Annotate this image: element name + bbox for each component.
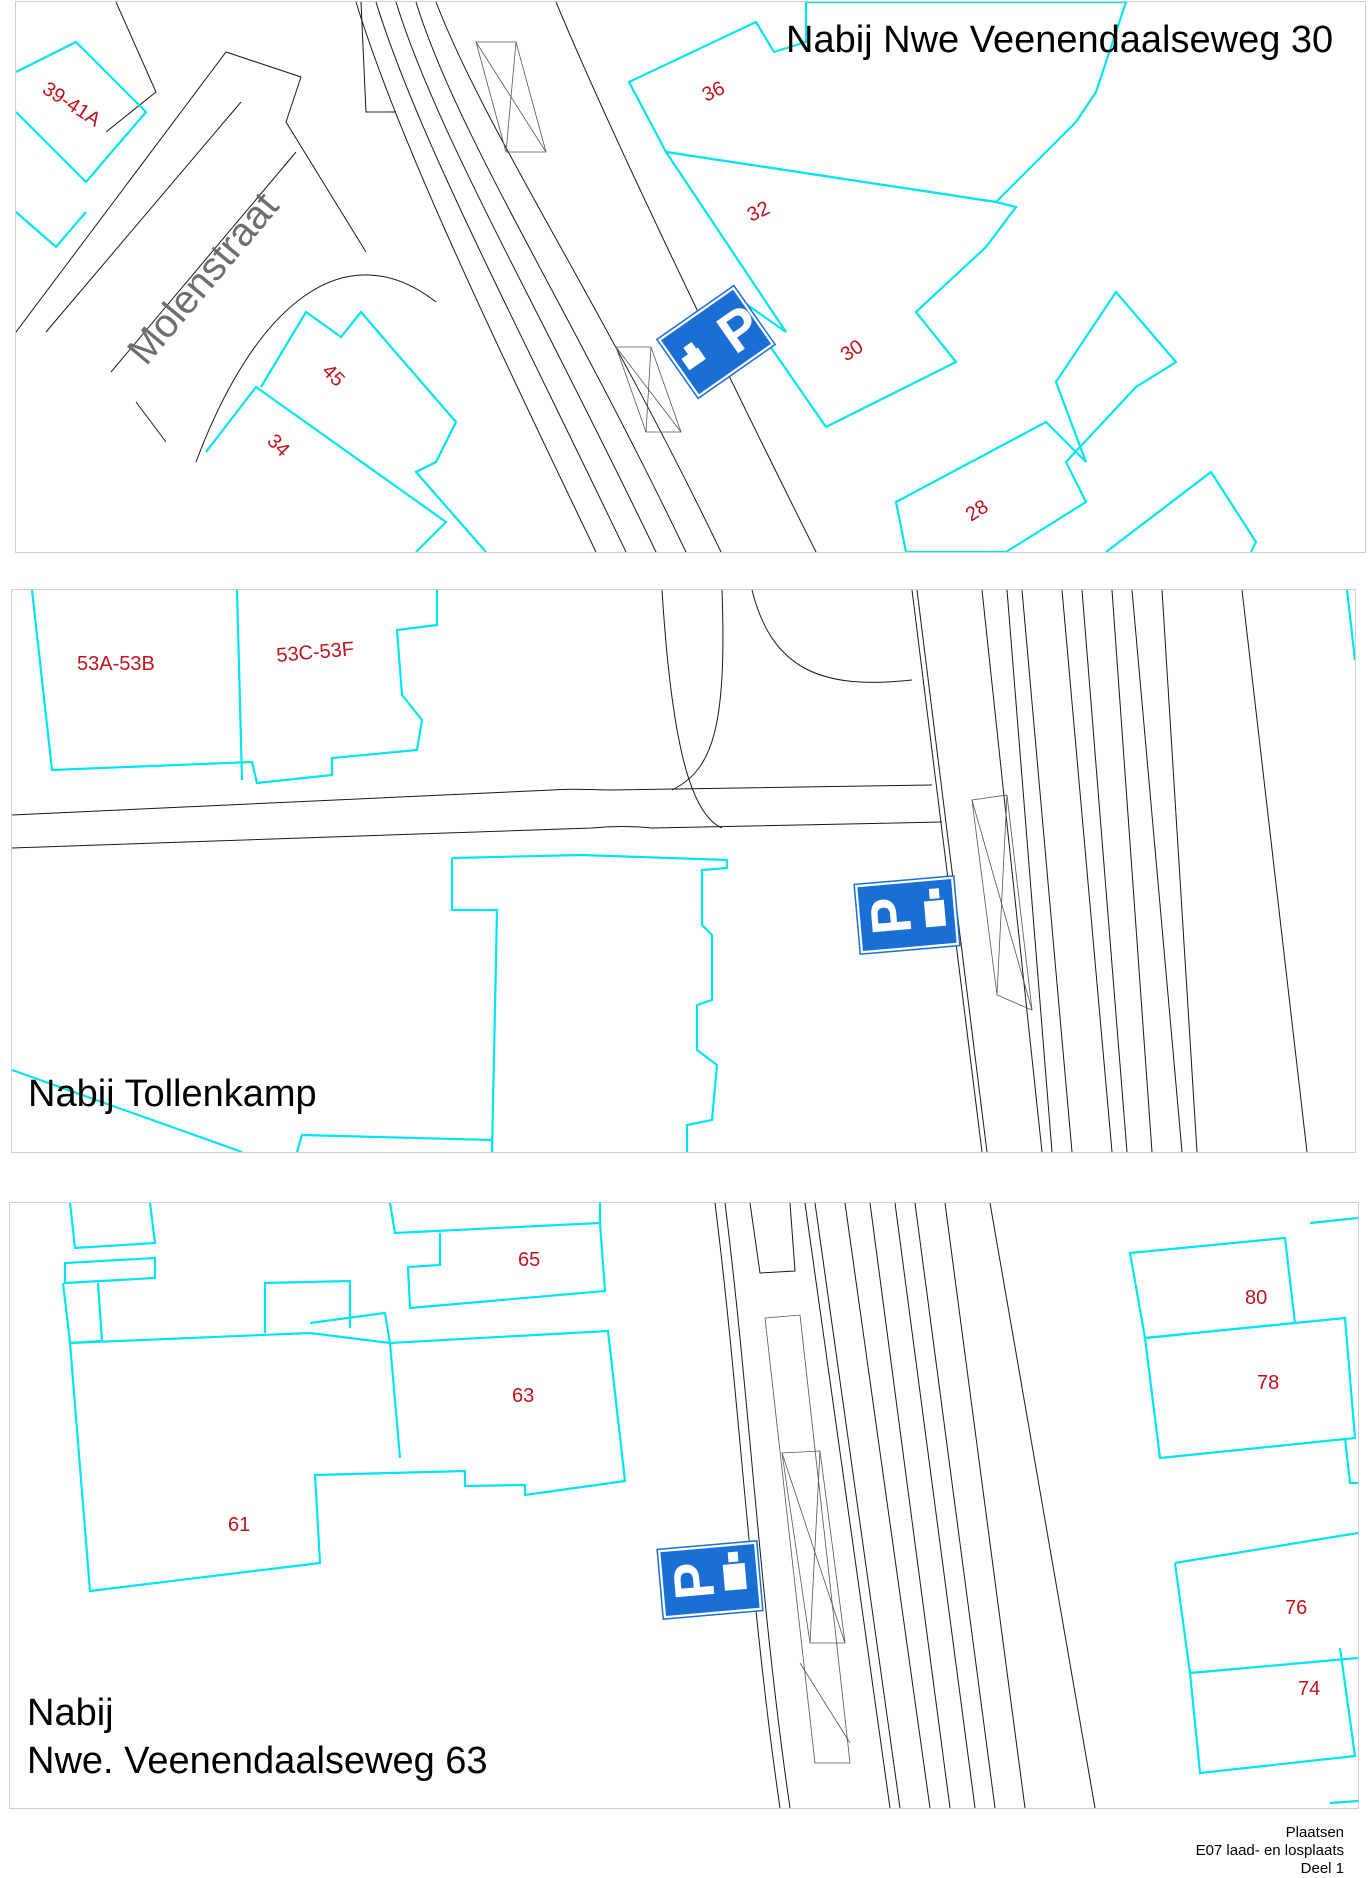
road-lines: [12, 590, 1308, 1152]
house-number-76: 76: [1285, 1597, 1307, 1619]
house-number-61: 61: [228, 1514, 250, 1536]
building-outlines: [16, 2, 1258, 552]
map-panel-3-drawing: 65 63 61 80 78 76 74 P: [61, 1203, 1358, 1808]
panel-3-caption-line-1: Nabij: [27, 1692, 114, 1734]
house-number-30: 30: [837, 336, 868, 367]
map-panel-2: 53A-53B 53C-53F P Nabij Tollenkamp: [11, 589, 1356, 1153]
house-number-80: 80: [1245, 1287, 1267, 1309]
map-panel-2-drawing: 53A-53B 53C-53F P: [12, 590, 1355, 1152]
house-number-39-41a: 39-41A: [38, 78, 105, 132]
house-number-45: 45: [317, 360, 348, 391]
building-outlines: [61, 1203, 1358, 1805]
map-panel-1: 39-41A 36 32 30 45 34 28 Molenstraat P N…: [15, 1, 1366, 553]
footer-line-2: E07 laad- en losplaats: [1195, 1842, 1344, 1859]
street-name-molenstraat: Molenstraat: [119, 184, 287, 372]
panel-2-caption: Nabij Tollenkamp: [28, 1073, 317, 1115]
road-lines: [714, 1203, 1096, 1808]
loading-zone-parking-sign-icon: P: [656, 1539, 764, 1621]
panel-1-caption: Nabij Nwe Veenendaalseweg 30: [786, 19, 1334, 61]
house-number-28: 28: [962, 496, 993, 527]
house-number-34: 34: [262, 430, 293, 461]
house-number-63: 63: [512, 1385, 534, 1407]
loading-zone-parking-sign-icon: P: [853, 874, 961, 956]
house-number-65: 65: [518, 1249, 540, 1271]
map-panel-3: 65 63 61 80 78 76 74 P Nabij Nwe. Veenen…: [9, 1202, 1359, 1809]
parking-letter: P: [660, 1559, 726, 1602]
document-footer: Plaatsen E07 laad- en losplaats Deel 1: [1196, 1824, 1344, 1878]
parking-letter: P: [857, 894, 923, 937]
house-number-32: 32: [744, 197, 773, 226]
house-number-78: 78: [1257, 1372, 1279, 1394]
house-number-53c-53f: 53C-53F: [276, 638, 355, 667]
building-outlines: [12, 590, 1355, 1152]
house-number-53a-53b: 53A-53B: [77, 653, 155, 675]
footer-line-3: Deel 1: [1300, 1860, 1344, 1877]
house-number-36: 36: [699, 77, 728, 106]
map-panel-1-drawing: 39-41A 36 32 30 45 34 28 Molenstraat P: [16, 2, 1258, 552]
footer-line-1: Plaatsen: [1285, 1824, 1344, 1841]
loading-zone-parking-sign-icon: P: [655, 284, 777, 400]
panel-3-caption-line-2: Nwe. Veenendaalseweg 63: [27, 1740, 488, 1782]
road-lines: [16, 2, 817, 552]
house-number-74: 74: [1298, 1678, 1320, 1700]
